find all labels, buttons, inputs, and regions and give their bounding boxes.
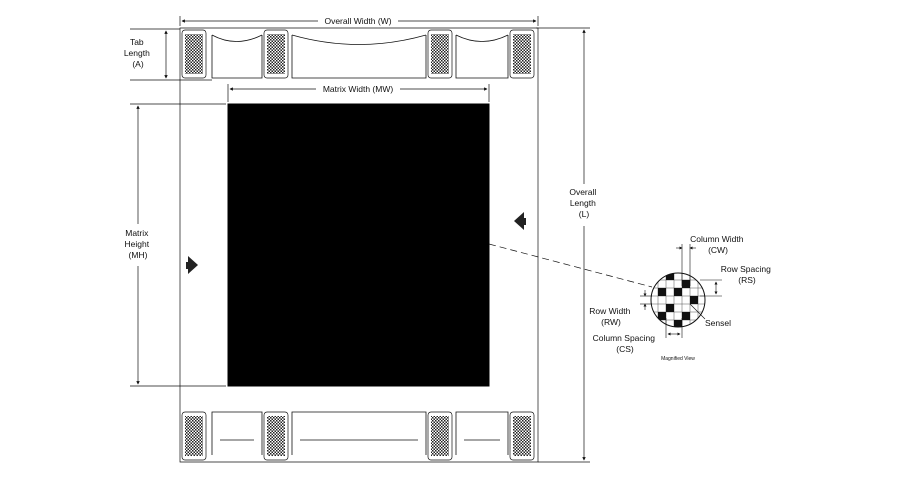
tab-length-label: Tab Length (A) (124, 37, 152, 69)
top-tabs (181, 29, 535, 79)
overall-length-label: Overall Length (L) (569, 187, 598, 219)
tab-length-dimension (130, 28, 212, 81)
column-spacing-label: Column Spacing (CS) (593, 333, 658, 354)
overall-width-dimension (179, 16, 539, 26)
matrix-width-label: Matrix Width (MW) (323, 84, 394, 94)
matrix-height-label: Matrix Height (MH) (125, 228, 152, 260)
matrix-height-dimension (130, 103, 226, 387)
bottom-tabs (181, 411, 535, 461)
matrix-width-dimension (227, 84, 490, 102)
column-width-label: Column Width (CW) (690, 234, 746, 255)
sensing-matrix (227, 103, 490, 387)
sensel-label: Sensel (705, 318, 731, 328)
row-spacing-label: Row Spacing (RS) (721, 264, 773, 285)
magnify-leader-line (488, 243, 653, 288)
row-width-label: Row Width (RW) (589, 306, 632, 327)
orientation-mark-left (186, 256, 198, 274)
magnified-view-label: Magnified View (661, 356, 695, 362)
overall-width-label: Overall Width (W) (324, 16, 391, 26)
magnified-callouts (640, 244, 722, 338)
orientation-mark-right (514, 212, 526, 230)
overall-length-dimension (536, 27, 590, 463)
magnified-view (650, 272, 706, 328)
